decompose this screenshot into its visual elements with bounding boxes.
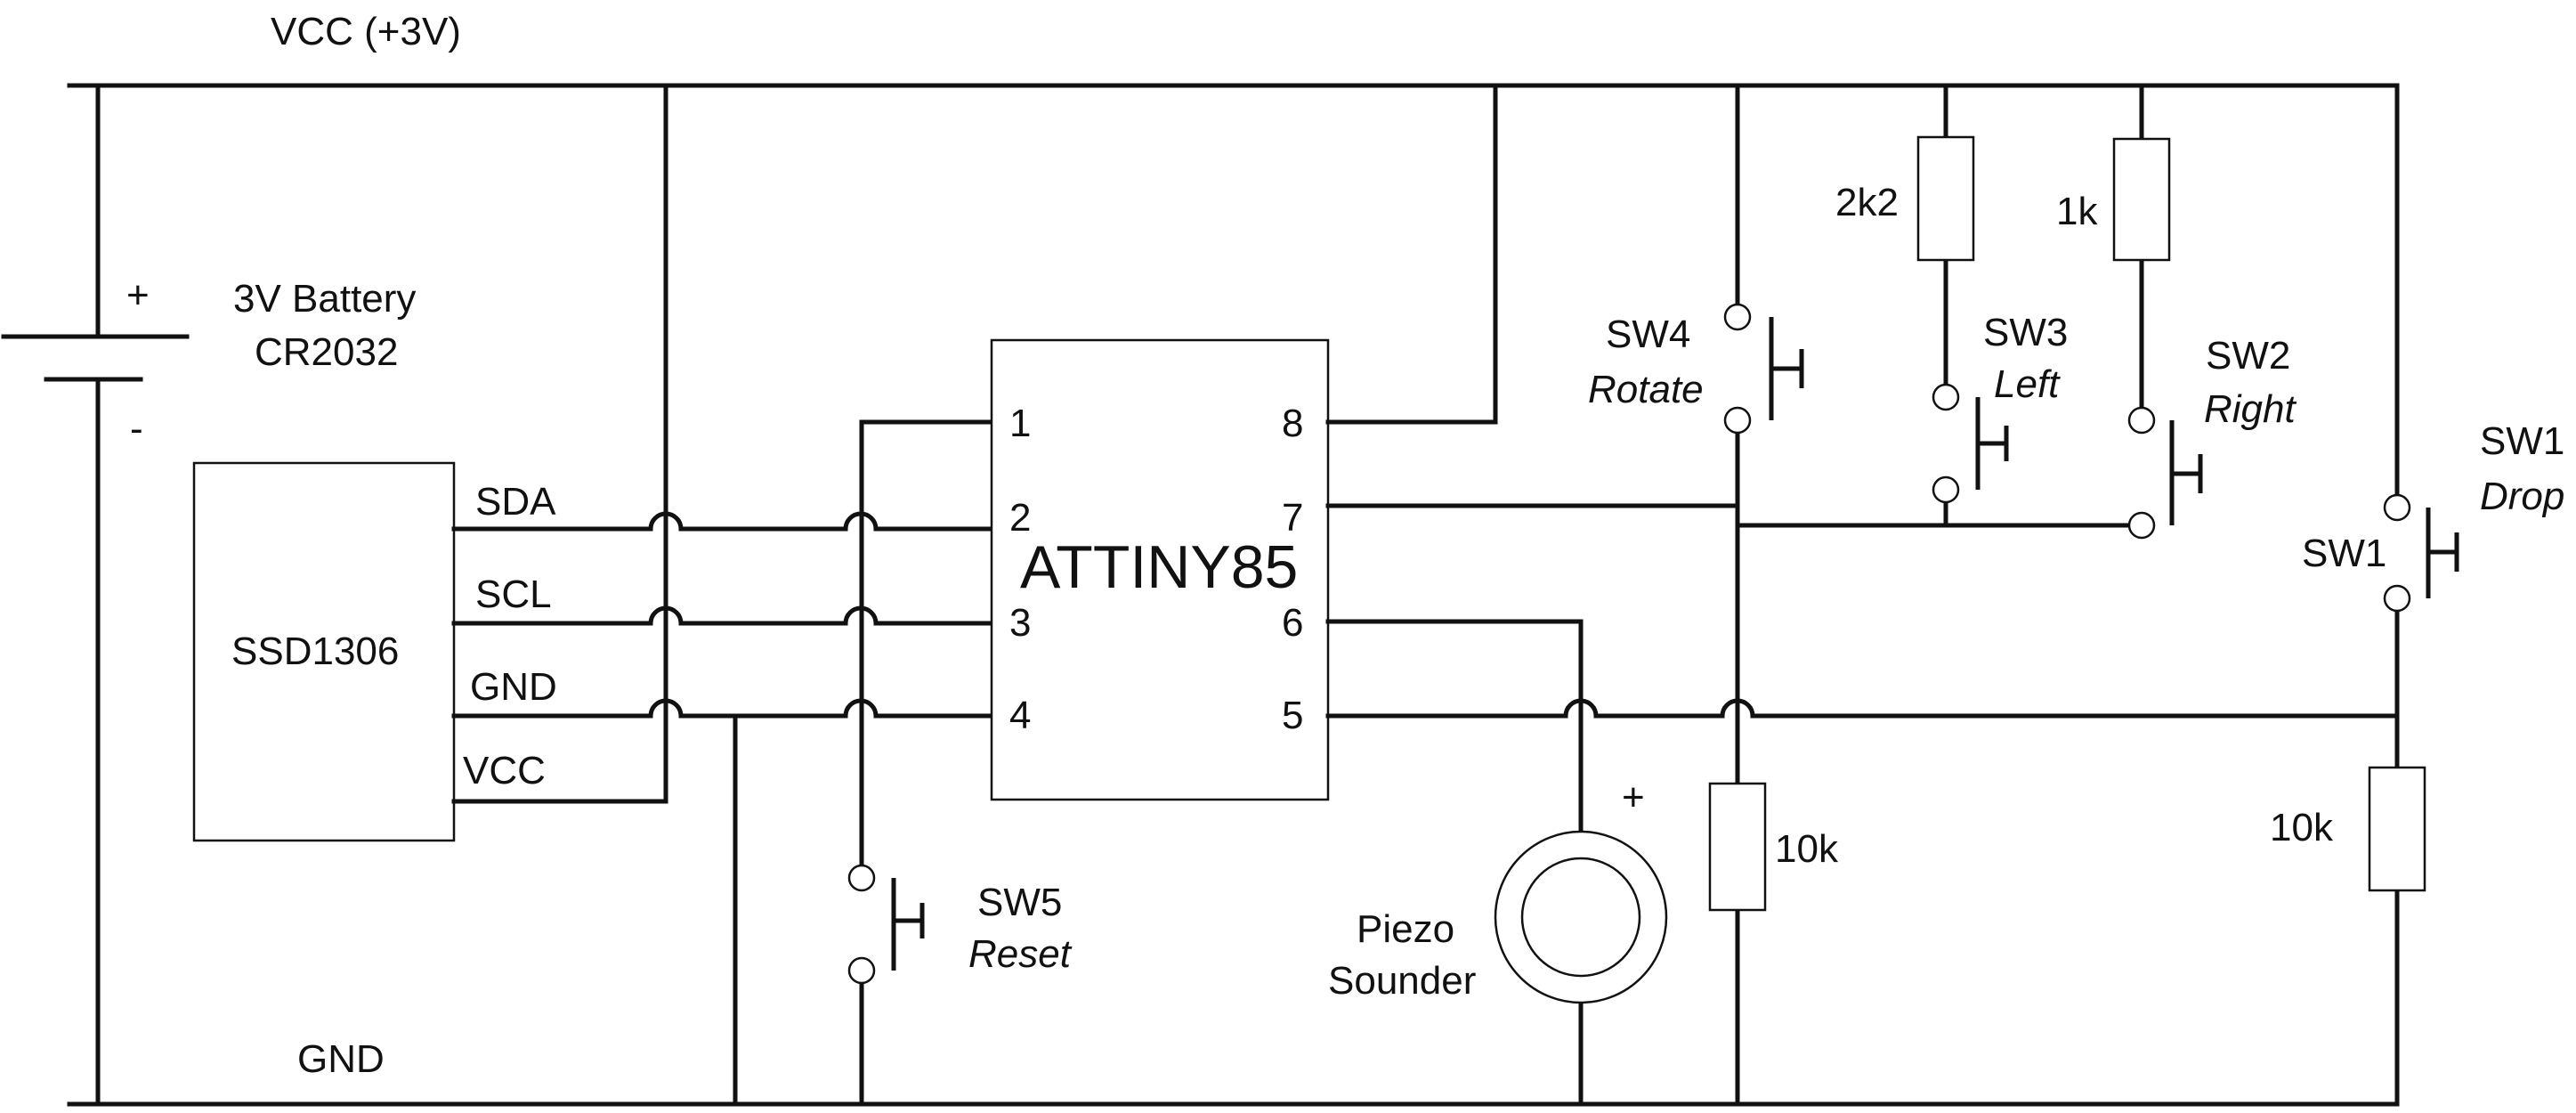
- ssd1306-pin-vcc: VCC: [463, 749, 546, 792]
- piezo-plus: +: [1622, 776, 1645, 819]
- attiny85-pin-3: 3: [1009, 601, 1031, 645]
- wire-gnd-pin4: [451, 698, 994, 1107]
- switch-sw3: [1932, 383, 2009, 504]
- switch-sw2-id: SW2: [2206, 334, 2290, 378]
- switch-sw5-id: SW5: [977, 881, 1062, 924]
- attiny85-pin-4: 4: [1009, 694, 1031, 737]
- resistor-2k2: [1916, 135, 1975, 262]
- switch-sw4-id: SW4: [1606, 313, 1690, 356]
- attiny85-chip: [990, 338, 1330, 801]
- attiny85-pin-1: 1: [1009, 402, 1031, 445]
- wire-scl: [451, 605, 994, 626]
- attiny85-pin-8: 8: [1282, 402, 1303, 445]
- switch-sw1-id-tag: SW1: [2302, 532, 2386, 575]
- ssd1306-name: SSD1306: [231, 630, 399, 673]
- resistor-10k-right: [2368, 766, 2426, 892]
- attiny85-pin-7: 7: [1282, 496, 1303, 540]
- wire-display-vcc: [451, 83, 668, 804]
- attiny85-pin-5: 5: [1282, 694, 1303, 737]
- attiny85-pin-6: 6: [1282, 601, 1303, 645]
- piezo-sounder: [1494, 830, 1668, 1004]
- switch-sw4: [1723, 303, 1804, 435]
- battery-label-line2: CR2032: [255, 330, 398, 374]
- switch-sw5: [847, 864, 925, 985]
- wire-pin8-vcc: [1325, 83, 1498, 425]
- ssd1306-pin-scl: SCL: [475, 573, 552, 616]
- ssd1306-module: [192, 461, 456, 842]
- switch-sw4-role: Rotate: [1588, 368, 1704, 411]
- switch-sw1-role: Drop: [2480, 475, 2564, 518]
- switch-sw1-id: SW1: [2480, 419, 2564, 463]
- piezo-label-line2: Sounder: [1328, 959, 1476, 1003]
- battery-label-line1: 3V Battery: [233, 277, 416, 321]
- resistor-10k-mid-label: 10k: [1775, 827, 1839, 871]
- attiny85-pin-2: 2: [1009, 496, 1031, 540]
- ssd1306-pin-sda: SDA: [475, 480, 556, 524]
- switch-sw2: [2127, 406, 2203, 540]
- resistor-10k-right-label: 10k: [2270, 806, 2334, 849]
- wire-pin5-drop: [1325, 698, 2400, 719]
- resistor-2k2-label: 2k2: [1835, 181, 1899, 224]
- resistor-1k: [2112, 137, 2171, 262]
- switch-sw3-id: SW3: [1983, 311, 2068, 354]
- ssd1306-pin-gnd: GND: [470, 665, 557, 709]
- resistor-1k-label: 1k: [2056, 190, 2098, 233]
- battery-plus: +: [126, 273, 150, 317]
- resistor-10k-mid: [1708, 782, 1767, 912]
- wire-sda: [451, 511, 994, 532]
- piezo-label-line1: Piezo: [1357, 907, 1454, 951]
- attiny85-name: ATTINY85: [1020, 533, 1298, 601]
- gnd-label: GND: [297, 1037, 385, 1081]
- battery-minus: -: [130, 407, 143, 451]
- vcc-label: VCC (+3V): [271, 10, 461, 53]
- switch-sw2-role: Right: [2204, 387, 2297, 431]
- wire-reset-pin1: [859, 419, 994, 870]
- switch-sw3-role: Left: [1994, 362, 2061, 406]
- battery-symbol: [1, 83, 190, 1107]
- wire-pin6-piezo: [1325, 619, 1584, 836]
- switch-sw1: [2383, 493, 2459, 613]
- switch-sw5-role: Reset: [968, 932, 1073, 976]
